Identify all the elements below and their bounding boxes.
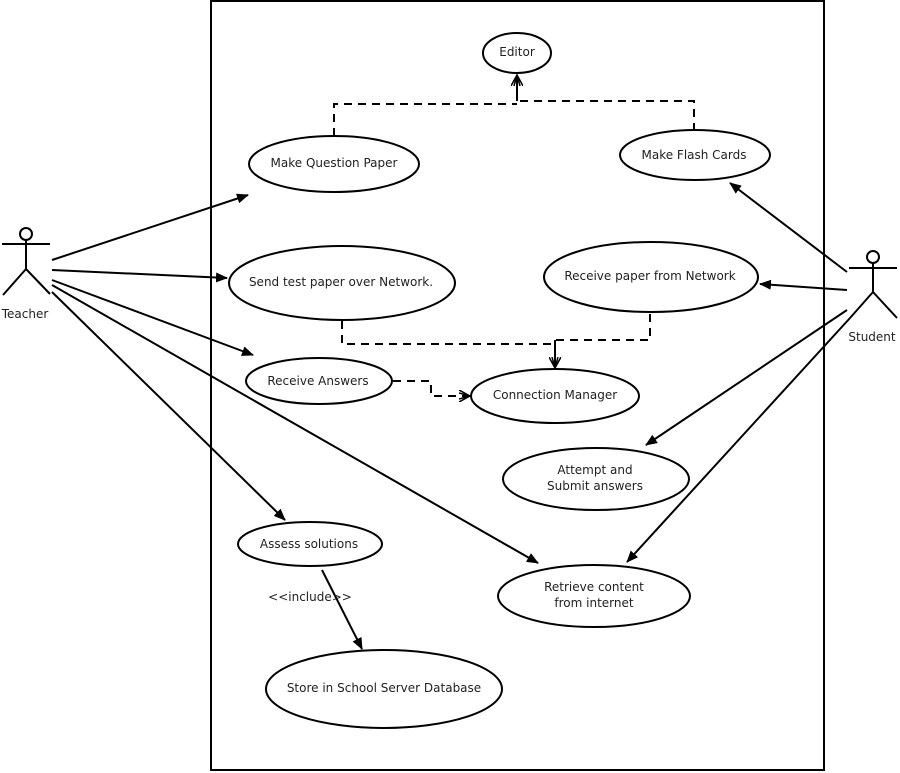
actor-student[interactable]: Student <box>848 250 898 344</box>
use-case-assess-solutions[interactable]: Assess solutions <box>237 521 383 567</box>
include-assess-solutions-store-db <box>321 569 363 650</box>
use-case-label: Make Flash Cards <box>641 148 746 162</box>
dependency-receive-paper-connection-manager <box>555 314 651 341</box>
use-case-label: Connection Manager <box>493 388 617 402</box>
use-case-retrieve-content[interactable]: Retrieve content from internet <box>497 564 691 628</box>
use-case-store-db[interactable]: Store in School Server Database <box>265 649 503 729</box>
dependency-receive-answers-connection-manager <box>393 380 470 396</box>
association-student-retrieve-content <box>626 317 851 563</box>
dependency-send-test-paper-connection-manager <box>341 321 555 345</box>
include-label: <<include>> <box>268 590 352 604</box>
actor-label-student: Student <box>848 330 896 344</box>
dependency-make-question-paper-editor <box>333 103 517 136</box>
use-case-label: Send test paper over Network. <box>249 275 433 289</box>
association-student-attempt-submit <box>645 309 848 446</box>
use-case-label: Make Question Paper <box>271 156 398 170</box>
use-case-label: Assess solutions <box>260 537 358 551</box>
use-case-label: Receive Answers <box>267 374 368 388</box>
use-case-label: Receive paper from Network <box>564 269 735 283</box>
association-teacher-receive-answers <box>51 279 254 356</box>
association-student-make-flash-cards <box>729 182 848 273</box>
use-case-connection-manager[interactable]: Connection Manager <box>470 368 640 424</box>
use-case-receive-paper[interactable]: Receive paper from Network <box>543 241 759 313</box>
actor-head-icon <box>866 250 880 264</box>
use-case-label: Attempt and <box>557 463 632 477</box>
use-case-attempt-submit[interactable]: Attempt and Submit answers <box>502 447 690 511</box>
use-case-make-flash-cards[interactable]: Make Flash Cards <box>619 129 771 181</box>
use-case-receive-answers[interactable]: Receive Answers <box>245 357 393 405</box>
use-case-label: Retrieve content <box>544 580 644 594</box>
association-teacher-retrieve-content <box>51 284 539 564</box>
association-teacher-assess-solutions <box>51 291 286 521</box>
system-boundary <box>210 0 825 771</box>
actor-teacher[interactable]: Teacher <box>1 227 51 321</box>
use-case-label: Submit answers <box>547 479 643 493</box>
use-case-label: from internet <box>554 596 633 610</box>
use-case-label: Editor <box>499 45 535 59</box>
association-teacher-send-test-paper <box>51 269 228 283</box>
use-case-label: Store in School Server Database <box>287 681 481 695</box>
association-student-receive-paper <box>759 279 848 291</box>
use-case-send-test-paper[interactable]: Send test paper over Network. <box>228 245 456 321</box>
dependency-make-flash-cards-editor <box>517 100 695 131</box>
association-teacher-make-question-paper <box>51 193 249 261</box>
use-case-editor[interactable]: Editor <box>482 32 552 74</box>
use-case-make-question-paper[interactable]: Make Question Paper <box>248 135 420 193</box>
actor-head-icon <box>19 227 33 241</box>
actor-label-teacher: Teacher <box>1 307 49 321</box>
